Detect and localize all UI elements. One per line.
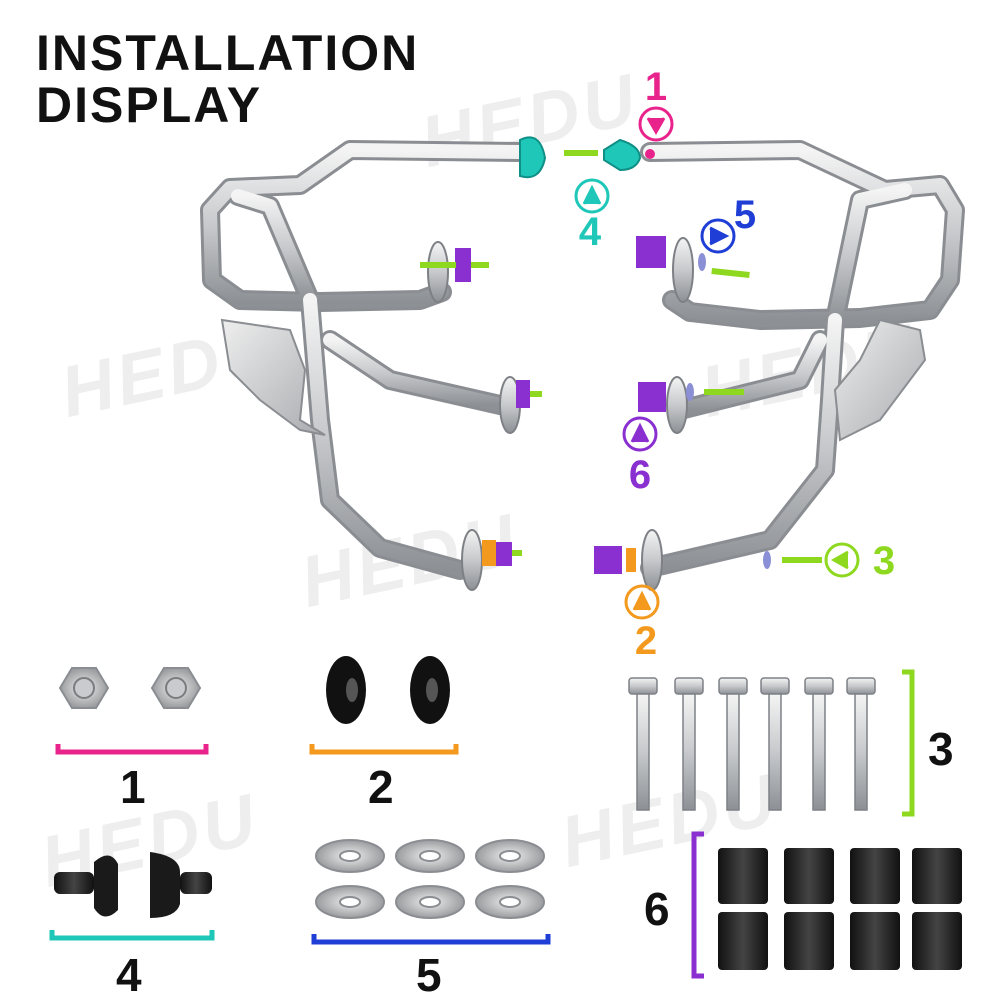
part-label-1: 1 bbox=[120, 761, 146, 813]
part-label-4: 4 bbox=[116, 949, 142, 1001]
part-3-bolts bbox=[628, 677, 876, 811]
callout-badge-2 bbox=[624, 584, 660, 620]
left-mount-plate bbox=[220, 318, 326, 436]
callout-badge-5 bbox=[700, 218, 736, 254]
part-6-sleeves bbox=[718, 848, 962, 970]
part-3-bracket bbox=[902, 669, 915, 817]
part-label-3: 3 bbox=[928, 723, 954, 775]
page-title-line2: DISPLAY bbox=[36, 77, 263, 133]
part-4-rubber-bumpers bbox=[49, 852, 215, 941]
callout-number-4: 4 bbox=[579, 210, 602, 254]
part-label-6: 6 bbox=[644, 883, 670, 935]
callout-badge-1 bbox=[638, 106, 674, 142]
right-mount-plate bbox=[833, 318, 927, 442]
page-title-line1: INSTALLATION bbox=[36, 25, 420, 81]
part-1-flange-nuts bbox=[55, 667, 209, 755]
callout-badge-3 bbox=[824, 542, 860, 578]
part-5-bracket bbox=[311, 934, 551, 945]
part-6-bracket bbox=[691, 831, 704, 979]
part-5-washers bbox=[315, 839, 545, 919]
part-2-spacer-rings bbox=[309, 656, 459, 755]
callout-number-3: 3 bbox=[873, 539, 895, 583]
exploded-fasteners bbox=[420, 236, 822, 574]
callout-number-1: 1 bbox=[645, 65, 667, 109]
callout-badge-6 bbox=[622, 416, 658, 452]
callout-number-2: 2 bbox=[635, 619, 657, 663]
callout-badge-4 bbox=[574, 178, 610, 214]
part-label-2: 2 bbox=[368, 761, 394, 813]
top-bumper-assembly bbox=[519, 136, 655, 179]
part-label-5: 5 bbox=[416, 949, 442, 1001]
callout-number-5: 5 bbox=[734, 193, 756, 237]
mount-cups bbox=[427, 237, 694, 591]
callout-number-6: 6 bbox=[629, 453, 651, 497]
crash-bar-frame bbox=[200, 140, 965, 580]
